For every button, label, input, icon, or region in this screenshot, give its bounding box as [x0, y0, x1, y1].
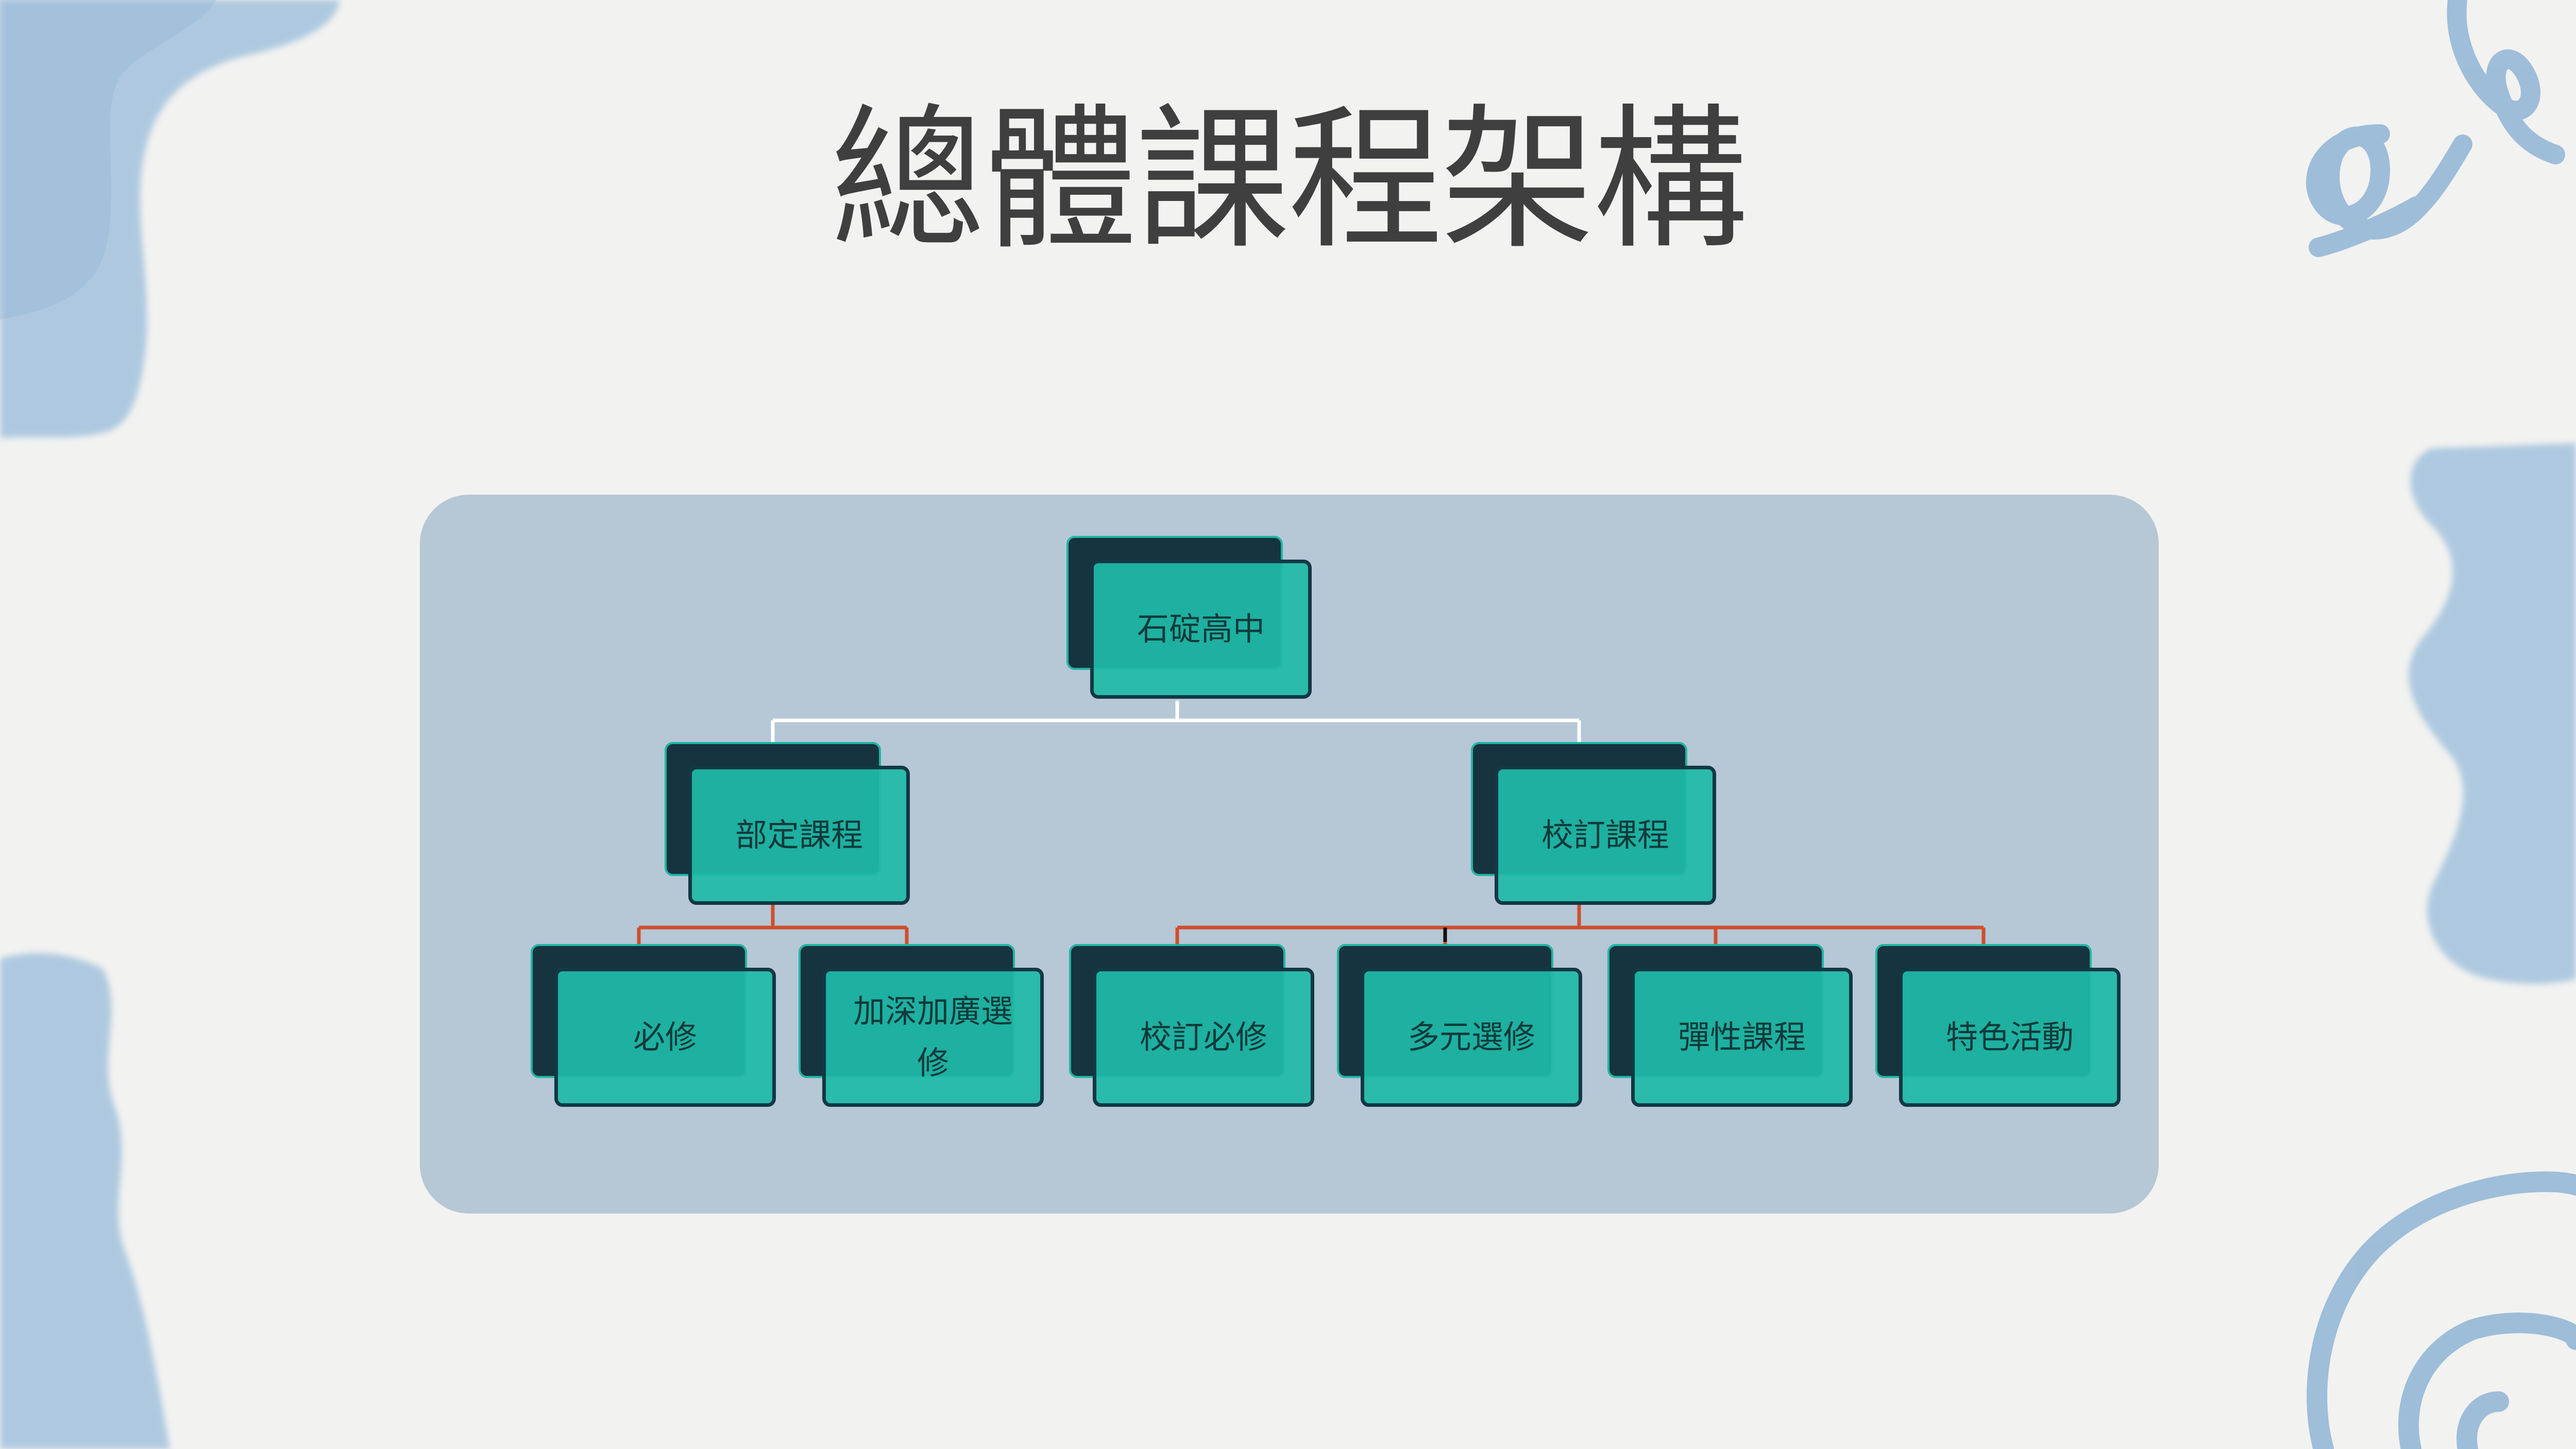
- watercolor-blob-bottom-left: [0, 953, 170, 1449]
- org-node-label: 多元選修: [1407, 1018, 1535, 1056]
- org-node-label: 部定課程: [735, 816, 863, 854]
- org-node-required-courses: 部定課程: [665, 742, 910, 905]
- org-node-root: 石碇高中: [1066, 536, 1312, 699]
- org-node-label: 加深加廣選修: [853, 992, 1013, 1082]
- org-node-label: 必修: [633, 1018, 697, 1056]
- swirl-doodle-bottom-right: [2307, 1171, 2576, 1449]
- node-box: 石碇高中: [1090, 560, 1312, 699]
- org-node-flexible-courses: 彈性課程: [1607, 944, 1853, 1107]
- org-node-label: 特色活動: [1945, 1018, 2074, 1056]
- page-title: 總體課程架構: [831, 90, 1748, 270]
- org-node-label: 彈性課程: [1677, 1018, 1806, 1056]
- org-node-diverse-elective: 多元選修: [1337, 944, 1582, 1107]
- swirl-doodle-top-right: [2306, 0, 2565, 257]
- node-box: 部定課程: [688, 766, 910, 905]
- node-box: 彈性課程: [1631, 968, 1853, 1107]
- node-box: 校訂必修: [1093, 968, 1314, 1107]
- watercolor-blob-right: [2409, 443, 2576, 984]
- org-node-school-courses: 校訂課程: [1471, 742, 1716, 905]
- node-box: 多元選修: [1361, 968, 1582, 1107]
- org-node-compulsory: 必修: [531, 944, 776, 1107]
- org-node-label: 校訂課程: [1541, 816, 1669, 854]
- org-node-school-compulsory: 校訂必修: [1069, 944, 1314, 1107]
- node-box: 加深加廣選修: [822, 968, 1044, 1107]
- node-box: 必修: [554, 968, 776, 1107]
- watercolor-blob-top-left: [0, 0, 340, 438]
- org-node-advanced-elective: 加深加廣選修: [799, 944, 1044, 1107]
- org-node-label: 校訂必修: [1139, 1018, 1267, 1056]
- node-box: 校訂課程: [1495, 766, 1716, 905]
- org-node-special-activities: 特色活動: [1875, 944, 2121, 1107]
- org-node-label: 石碇高中: [1137, 610, 1265, 648]
- node-box: 特色活動: [1899, 968, 2121, 1107]
